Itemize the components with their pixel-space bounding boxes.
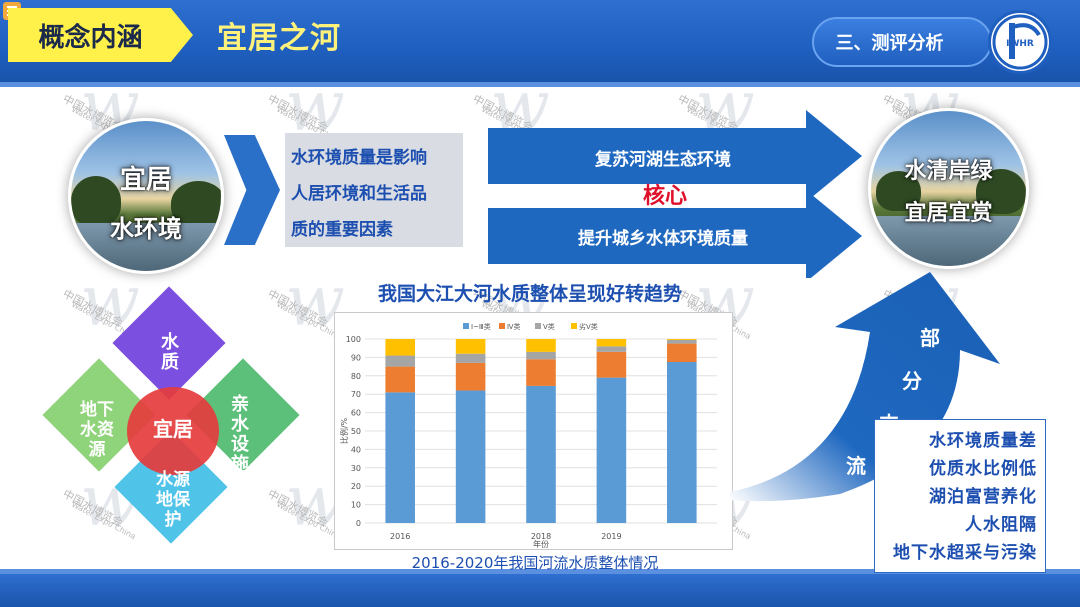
diamond-center-label: 宜居 bbox=[153, 417, 193, 441]
goal-arrows bbox=[488, 110, 862, 278]
legend-label: Ⅴ类 bbox=[543, 322, 555, 331]
center-circle bbox=[127, 387, 219, 475]
importance-text-box: 水环境质量是影响 人居环境和生活品 质的重要因素 bbox=[285, 133, 463, 247]
chart-caption: 2016-2020年我国河流水质整体情况 bbox=[411, 554, 659, 572]
issue-item: 地下水超采与污染 bbox=[893, 543, 1037, 563]
curve-char: 分 bbox=[902, 369, 922, 393]
legend-label: 劣Ⅴ类 bbox=[579, 322, 598, 331]
watermark-text: 中国水博览会 bbox=[265, 487, 330, 530]
y-tick-label: 70 bbox=[351, 390, 361, 399]
section-label: 三、测评分析 bbox=[835, 33, 944, 54]
diamond-top-label: 水质 bbox=[161, 332, 179, 373]
bar-segment bbox=[385, 366, 415, 393]
y-tick-label: 80 bbox=[351, 372, 361, 381]
text-box-line: 质的重要因素 bbox=[291, 220, 393, 240]
curve-char: 流 bbox=[846, 454, 866, 478]
chart-title: 我国大江大河水质整体呈现好转趋势 bbox=[377, 283, 682, 305]
water-quality-chart: 0 10 20 30 40 50 60 70 80 90 100 2016 2018 2019 比例/% 年份… bbox=[334, 312, 733, 550]
bar-segment bbox=[596, 351, 627, 378]
watermark-text: 中国水博览会 bbox=[265, 92, 330, 135]
diamond-right-label: 亲水设施 bbox=[231, 394, 249, 475]
right-circle-line2: 宜居宜赏 bbox=[904, 201, 993, 226]
y-tick-label: 40 bbox=[351, 445, 361, 454]
watermark-text: 中国水博览会 bbox=[60, 487, 125, 530]
curved-arrow-icon bbox=[730, 272, 1000, 502]
section-badge: 三、测评分析 bbox=[812, 17, 992, 67]
arrow-bottom-label: 提升城乡水体环境质量 bbox=[578, 229, 748, 249]
bar-segment bbox=[455, 362, 486, 391]
arrow-bottom-shape bbox=[488, 190, 862, 278]
watermark-text-en: Water Expo China bbox=[275, 499, 343, 542]
x-axis-label: 年份 bbox=[533, 539, 549, 549]
y-tick-label: 0 bbox=[356, 519, 361, 528]
text-box-line: 人居环境和生活品 bbox=[291, 184, 427, 204]
left-circle-line1: 宜居 bbox=[119, 165, 172, 195]
issue-item: 人水阻隔 bbox=[965, 515, 1037, 535]
bar-segment bbox=[596, 346, 627, 352]
diamond-bottom-label: 水源地保护 bbox=[156, 470, 190, 530]
x-tick-label: 2019 bbox=[601, 532, 621, 541]
concept-tab-label: 概念内涵 bbox=[38, 22, 143, 53]
right-circle-line1: 水清岸绿 bbox=[904, 159, 993, 184]
legend-label: Ⅰ~Ⅲ类 bbox=[471, 322, 491, 331]
bar-segment bbox=[667, 339, 697, 344]
arrow-top-label: 复苏河湖生态环境 bbox=[595, 150, 731, 170]
y-tick-label: 50 bbox=[351, 427, 361, 436]
iwhr-logo: IWHR bbox=[988, 10, 1052, 74]
bar-segment bbox=[385, 339, 415, 356]
x-tick-label: 2016 bbox=[390, 532, 410, 541]
livable-water-photo: 宜居 水环境 bbox=[68, 118, 224, 274]
legend-swatch bbox=[463, 323, 469, 329]
issues-box: 水环境质量差 优质水比例低 湖泊富营养化 人水阻隔 地下水超采与污染 bbox=[874, 419, 1046, 573]
bar-segment bbox=[455, 390, 486, 523]
chevron-right-icon bbox=[224, 135, 280, 245]
issue-item: 湖泊富营养化 bbox=[929, 487, 1037, 507]
core-label: 核心 bbox=[642, 184, 687, 209]
issue-item: 优质水比例低 bbox=[929, 459, 1037, 479]
watermark-text: 中国水博览会 bbox=[60, 287, 125, 330]
bar-segment bbox=[596, 377, 627, 523]
text-box-line: 水环境质量是影响 bbox=[291, 148, 427, 168]
y-axis-label: 比例/% bbox=[339, 417, 349, 444]
arrow-top-shape bbox=[488, 110, 862, 202]
bar-segment bbox=[667, 343, 697, 362]
y-tick-label: 100 bbox=[346, 335, 361, 344]
page-title: 宜居之河 bbox=[217, 21, 341, 56]
y-tick-label: 10 bbox=[351, 501, 361, 510]
legend-swatch bbox=[535, 323, 541, 329]
header-stripe bbox=[0, 82, 1080, 87]
bar-segment bbox=[667, 362, 697, 523]
legend-swatch bbox=[499, 323, 505, 329]
issue-item: 水环境质量差 bbox=[929, 431, 1037, 451]
bar-segment bbox=[455, 339, 486, 354]
y-tick-label: 30 bbox=[351, 464, 361, 473]
legend-swatch bbox=[571, 323, 577, 329]
x-tick-label: 2018 bbox=[531, 532, 551, 541]
bar-segment bbox=[526, 351, 556, 360]
bar-segment bbox=[455, 353, 486, 363]
logo-emblem-icon: IWHR bbox=[992, 14, 1048, 70]
bar-segment bbox=[385, 355, 415, 367]
legend-label: Ⅳ类 bbox=[507, 322, 520, 331]
bar-segment bbox=[526, 359, 556, 386]
bar-segment bbox=[526, 385, 556, 523]
y-tick-label: 90 bbox=[351, 353, 361, 362]
concept-tab[interactable]: 概念内涵 bbox=[8, 8, 193, 62]
footer-stripe bbox=[0, 569, 1080, 574]
bar-segment bbox=[385, 392, 415, 523]
footer-bar bbox=[0, 574, 1080, 607]
bar-segment bbox=[596, 339, 627, 347]
watermark-text: 中国水博览会 bbox=[265, 287, 330, 330]
clear-water-photo: 水清岸绿 宜居宜赏 bbox=[868, 108, 1029, 269]
y-tick-label: 60 bbox=[351, 409, 361, 418]
chart-svg: 0 10 20 30 40 50 60 70 80 90 100 2016 2018 2019 比例/% 年份… bbox=[339, 322, 717, 549]
watermark-text-en: Water Expo China bbox=[70, 499, 138, 542]
logo-text: IWHR bbox=[1006, 39, 1034, 49]
curve-char: 部 bbox=[920, 326, 940, 350]
left-circle-line2: 水环境 bbox=[110, 215, 182, 243]
y-tick-label: 20 bbox=[351, 482, 361, 491]
bar-segment bbox=[526, 339, 556, 352]
bar-segment bbox=[667, 339, 697, 340]
diamond-left-label: 地下水资源 bbox=[80, 400, 114, 460]
